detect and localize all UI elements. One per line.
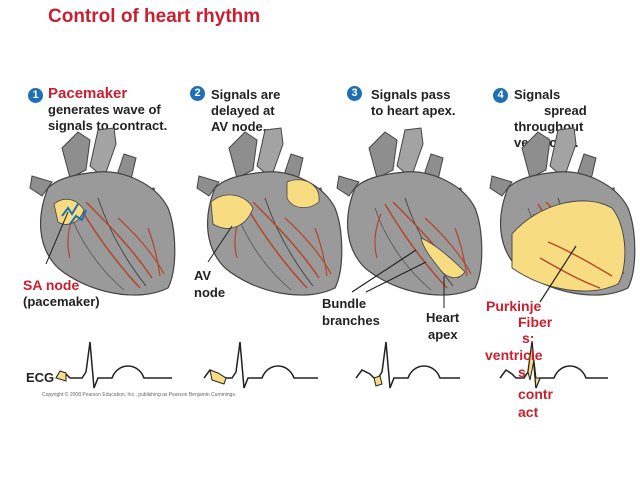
bundle-pointer-1 <box>351 249 417 293</box>
step-2-line1: Signals are <box>211 87 281 102</box>
ecg-trace-3 <box>355 341 460 389</box>
contract-label-2: act <box>518 404 539 420</box>
apex-label-2: apex <box>428 327 458 342</box>
step-1-heading: Pacemaker <box>48 85 128 102</box>
ventricles-label-2: s <box>518 364 526 380</box>
contract-label-1: contr <box>518 386 553 402</box>
purkinje-pointer <box>539 245 577 303</box>
heart-2 <box>196 127 343 296</box>
heart-4 <box>489 127 636 296</box>
ecg-highlight-2 <box>209 369 227 385</box>
ecg-highlight-3 <box>373 375 383 387</box>
step-1-line1: generates wave of <box>48 102 161 117</box>
step-2-line3: AV node. <box>211 119 267 134</box>
ecg-label: ECG <box>26 370 55 385</box>
step-1-line2: signals to contract. <box>48 118 168 133</box>
step-4-badge: 4 <box>493 88 508 103</box>
bundle-pointer-2 <box>365 261 427 293</box>
step-2-line2: delayed at <box>211 103 275 118</box>
step-4-line1: Signals <box>514 87 561 102</box>
ecg-highlight-4 <box>527 341 541 389</box>
step-3-line1: Signals pass <box>371 87 451 102</box>
step-3-badge: 3 <box>347 86 362 101</box>
step-2-badge: 2 <box>190 86 205 101</box>
fibers-label-1: Fiber <box>518 314 553 330</box>
step-2-text: Signals are delayed at AV node. <box>211 87 280 135</box>
apex-label-1: Heart <box>426 310 460 325</box>
diagram-title: Control of heart rhythm <box>48 6 261 27</box>
step-1-badge: 1 <box>28 88 43 103</box>
heart-3 <box>336 127 483 296</box>
step-4-line2: spread <box>544 103 587 118</box>
bundle-label-1: Bundle <box>322 296 367 311</box>
heart-1 <box>29 127 176 296</box>
copyright-text: Copyright © 2008 Pearson Education, Inc.… <box>42 392 237 398</box>
step-1-text: Pacemaker generates wave of signals to c… <box>48 86 167 134</box>
ecg-trace-1 <box>55 341 172 389</box>
purkinje-label: Purkinje <box>486 298 542 314</box>
ecg-trace-4 <box>499 341 608 389</box>
ventricles-label-1: ventricle <box>485 347 543 363</box>
av-node-pointer <box>207 225 233 263</box>
step-3-text: Signals pass to heart apex. <box>371 87 456 119</box>
bundle-label-2: branches <box>322 313 380 328</box>
fibers-label-2: s: <box>522 330 535 346</box>
av-node-label-2: node <box>194 285 226 300</box>
sa-node-pointer <box>45 211 69 265</box>
sa-node-label: SA node <box>23 277 80 293</box>
step-3-line2: to heart apex. <box>371 103 456 118</box>
ecg-highlight-1 <box>55 370 67 382</box>
av-node-label-1: AV <box>194 268 212 283</box>
sa-node-sublabel: (pacemaker) <box>23 294 100 309</box>
ecg-trace-2 <box>203 341 318 389</box>
